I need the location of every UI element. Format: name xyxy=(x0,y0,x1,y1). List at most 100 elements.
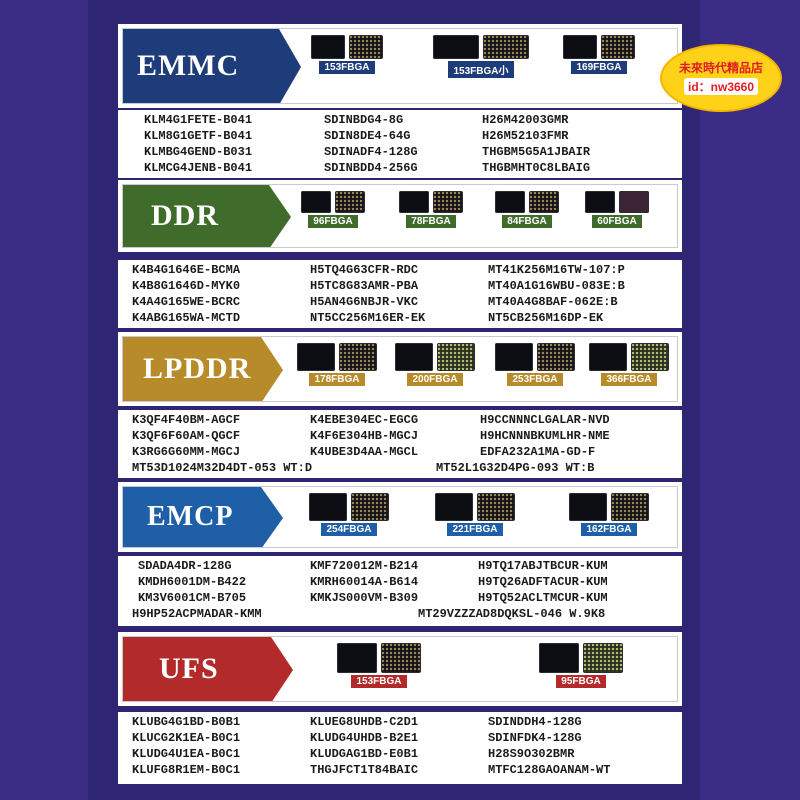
part-number: K4B8G1646D-MYK0 xyxy=(132,279,241,293)
part-number: H9HP52ACPMADAR-KMM xyxy=(132,607,262,621)
part-number: K3QF6F60AM-QGCF xyxy=(132,429,241,443)
lpddr-chip-package: 366FBGA xyxy=(589,343,669,386)
part-number: K3QF4F40BM-AGCF xyxy=(132,413,241,427)
lpddr-chip-icon xyxy=(339,343,377,371)
part-number: SDINFDK4-128G xyxy=(488,731,582,745)
part-number: MT40A4G8BAF-062E:B xyxy=(488,295,618,309)
emmc-arrow-shape xyxy=(123,29,301,103)
part-number: KLUBG4G1BD-B0B1 xyxy=(132,715,241,729)
part-number: KLUDG4UHDB-B2E1 xyxy=(310,731,419,745)
emcp-chip-icon xyxy=(309,493,347,521)
emcp-chip-label: 221FBGA xyxy=(447,523,503,536)
emcp-chip-package: 254FBGA xyxy=(309,493,389,536)
emmc-chip-label: 153FBGA xyxy=(319,61,375,74)
emcp-chip-label: 254FBGA xyxy=(321,523,377,536)
part-number: SDINBDD4-256G xyxy=(324,161,418,175)
part-number: K4A4G165WE-BCRC xyxy=(132,295,241,309)
part-number: H5TC8G83AMR-PBA xyxy=(310,279,419,293)
part-number: H28S9O302BMR xyxy=(488,747,575,761)
ufs-section-title: UFS xyxy=(159,652,219,685)
lpddr-chip-icon xyxy=(537,343,575,371)
ufs-chip-icon xyxy=(583,643,623,673)
ddr-chip-icon xyxy=(433,191,463,213)
lpddr-chip-label: 200FBGA xyxy=(407,373,463,386)
part-number: MT53D1024M32D4DT-053 WT:D xyxy=(132,461,313,475)
part-number: KMKJS000VM-B309 xyxy=(310,591,419,605)
ddr-section-title: DDR xyxy=(151,199,219,232)
ddr-chip-label: 96FBGA xyxy=(308,215,358,228)
part-number: K3RG6G60MM-MGCJ xyxy=(132,445,241,459)
shop-name: 未來時代精品店 xyxy=(678,61,763,75)
emmc-chip-label: 153FBGA小 xyxy=(448,61,514,78)
part-number: THGJFCT1T84BAIC xyxy=(310,763,419,777)
ufs-chip-package: 95FBGA xyxy=(539,643,623,688)
ddr-chip-package: 78FBGA xyxy=(399,191,463,228)
lpddr-chip-icon xyxy=(395,343,433,371)
emcp-chip-package: 221FBGA xyxy=(435,493,515,536)
part-number: KLUEG8UHDB-C2D1 xyxy=(310,715,419,729)
lpddr-chip-icon xyxy=(495,343,533,371)
emcp-chip-icon xyxy=(435,493,473,521)
ufs-chip-package: 153FBGA xyxy=(337,643,421,688)
ddr-chip-icon xyxy=(301,191,331,213)
emmc-chip-icon xyxy=(349,35,383,59)
part-number: H5TQ4G63CFR-RDC xyxy=(310,263,419,277)
emmc-chip-icon xyxy=(563,35,597,59)
lpddr-chip-package: 178FBGA xyxy=(297,343,377,386)
part-number: H9TQ26ADFTACUR-KUM xyxy=(478,575,608,589)
part-number: KLUDG4U1EA-B0C1 xyxy=(132,747,241,761)
part-number: KLUFG8R1EM-B0C1 xyxy=(132,763,241,777)
emcp-chip-label: 162FBGA xyxy=(581,523,637,536)
part-number: KLUCG2K1EA-B0C1 xyxy=(132,731,241,745)
lpddr-chip-label: 366FBGA xyxy=(601,373,657,386)
emcp-section-title: EMCP xyxy=(147,501,234,532)
emmc-chip-icon xyxy=(311,35,345,59)
emmc-chip-icon xyxy=(433,35,479,59)
emcp-chip-icon xyxy=(351,493,389,521)
part-number: H9TQ52ACLTMCUR-KUM xyxy=(478,591,608,605)
part-number: KLMCG4JENB-B041 xyxy=(144,161,253,175)
emcp-chip-icon xyxy=(611,493,649,521)
part-number: K4UBE3D4AA-MGCL xyxy=(310,445,419,459)
part-number: MT41K256M16TW-107:P xyxy=(488,263,625,277)
shop-badge: 未來時代精品店 id：nw3660 xyxy=(662,46,780,110)
ddr-chip-label: 78FBGA xyxy=(406,215,456,228)
ddr-arrow-shape xyxy=(123,185,291,247)
emmc-chip-label: 169FBGA xyxy=(571,61,627,74)
ufs-banner: UFS 153FBGA 95FBGA xyxy=(122,636,678,702)
part-number: H9CCNNNCLGALAR-NVD xyxy=(480,413,610,427)
emcp-chip-icon xyxy=(477,493,515,521)
part-number: KLUDGAG1BD-E0B1 xyxy=(310,747,419,761)
lpddr-chip-icon xyxy=(631,343,669,371)
ddr-chip-package: 84FBGA xyxy=(495,191,559,228)
ddr-chip-package: 60FBGA xyxy=(585,191,649,228)
ddr-chip-icon xyxy=(495,191,525,213)
part-number: THGBM5G5A1JBAIR xyxy=(482,145,591,159)
lpddr-chip-label: 178FBGA xyxy=(309,373,365,386)
part-number: KLM4G1FETE-B041 xyxy=(144,113,253,127)
lpddr-chip-icon xyxy=(437,343,475,371)
part-number: H5AN4G6NBJR-VKC xyxy=(310,295,419,309)
emmc-chip-package: 153FBGA小 xyxy=(433,35,529,78)
part-number: H9HCNNNBKUMLHR-NME xyxy=(480,429,610,443)
part-number: KLMBG4GEND-B031 xyxy=(144,145,253,159)
ufs-chip-icon xyxy=(337,643,377,673)
part-number: SDINDDH4-128G xyxy=(488,715,582,729)
ddr-chip-icon xyxy=(529,191,559,213)
ufs-chip-label: 153FBGA xyxy=(351,675,407,688)
part-number: KMRH60014A-B614 xyxy=(310,575,419,589)
ufs-arrow-shape xyxy=(123,637,293,701)
emcp-arrow-shape xyxy=(123,487,283,547)
part-number: H26M42003GMR xyxy=(482,113,569,127)
lpddr-chip-package: 253FBGA xyxy=(495,343,575,386)
emcp-chip-package: 162FBGA xyxy=(569,493,649,536)
emcp-chip-icon xyxy=(569,493,607,521)
part-number: MT29VZZZAD8DQKSL-046 W.9K8 xyxy=(418,607,606,621)
ddr-chip-icon xyxy=(335,191,365,213)
